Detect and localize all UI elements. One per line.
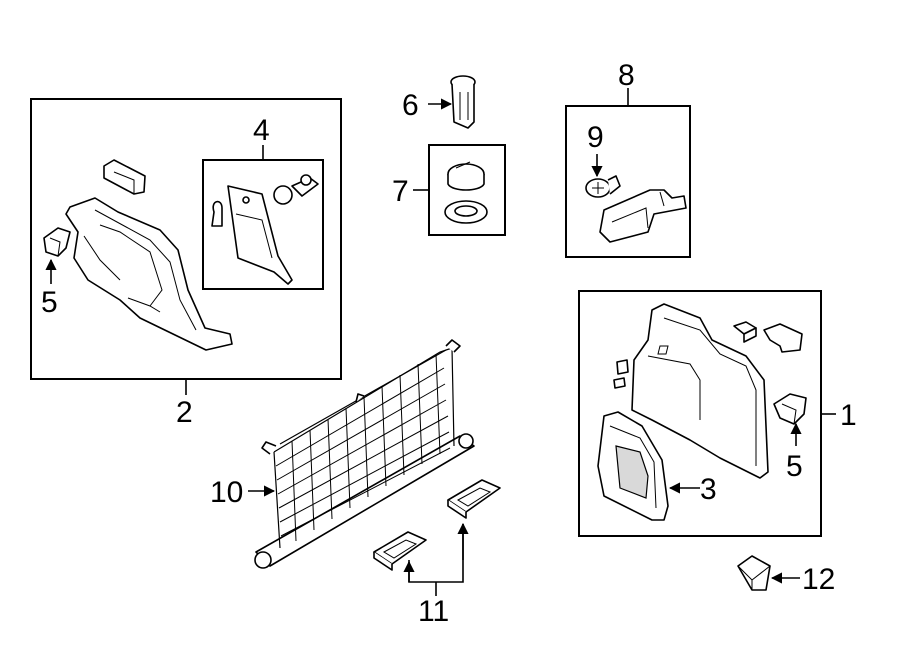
callout-11: 11 bbox=[418, 595, 449, 628]
hook-fastener bbox=[211, 200, 223, 227]
callout-6: 6 bbox=[402, 89, 419, 122]
callout-4: 4 bbox=[253, 114, 270, 147]
callout-10: 10 bbox=[210, 476, 243, 509]
cargo-cover-net-part-10 bbox=[254, 339, 475, 569]
retainer-clip-left bbox=[43, 227, 71, 257]
callout-12: 12 bbox=[802, 563, 835, 596]
push-pin-fastener bbox=[273, 174, 319, 205]
lower-trim-panel-part-3 bbox=[597, 411, 669, 521]
seal-ring-part-7 bbox=[444, 200, 488, 224]
callout-7: 7 bbox=[392, 175, 409, 208]
callout-3: 3 bbox=[700, 473, 717, 506]
callout-5-right: 5 bbox=[786, 450, 803, 483]
retainer-clip-right bbox=[773, 393, 807, 425]
callout-9: 9 bbox=[587, 121, 604, 154]
right-quarter-trim-panel bbox=[631, 303, 769, 479]
bumper-part-12 bbox=[737, 555, 771, 591]
access-cover bbox=[227, 185, 293, 285]
lamp-housing bbox=[599, 189, 687, 243]
trim-clip bbox=[103, 159, 146, 195]
callout-8: 8 bbox=[618, 59, 635, 92]
callout-1: 1 bbox=[840, 399, 857, 432]
pin-fastener-right bbox=[733, 321, 757, 343]
anchor-bracket-part-11-left bbox=[373, 531, 427, 571]
callout-5-left: 5 bbox=[41, 286, 58, 319]
cap-part-7 bbox=[447, 161, 485, 191]
callout-2: 2 bbox=[176, 396, 193, 429]
clip-part-6 bbox=[450, 75, 476, 129]
small-clips-right bbox=[613, 359, 629, 389]
bracket-right bbox=[763, 323, 803, 353]
left-quarter-trim-panel bbox=[65, 197, 233, 351]
bulb-part-9 bbox=[585, 175, 621, 198]
anchor-bracket-part-11-right bbox=[447, 479, 501, 519]
